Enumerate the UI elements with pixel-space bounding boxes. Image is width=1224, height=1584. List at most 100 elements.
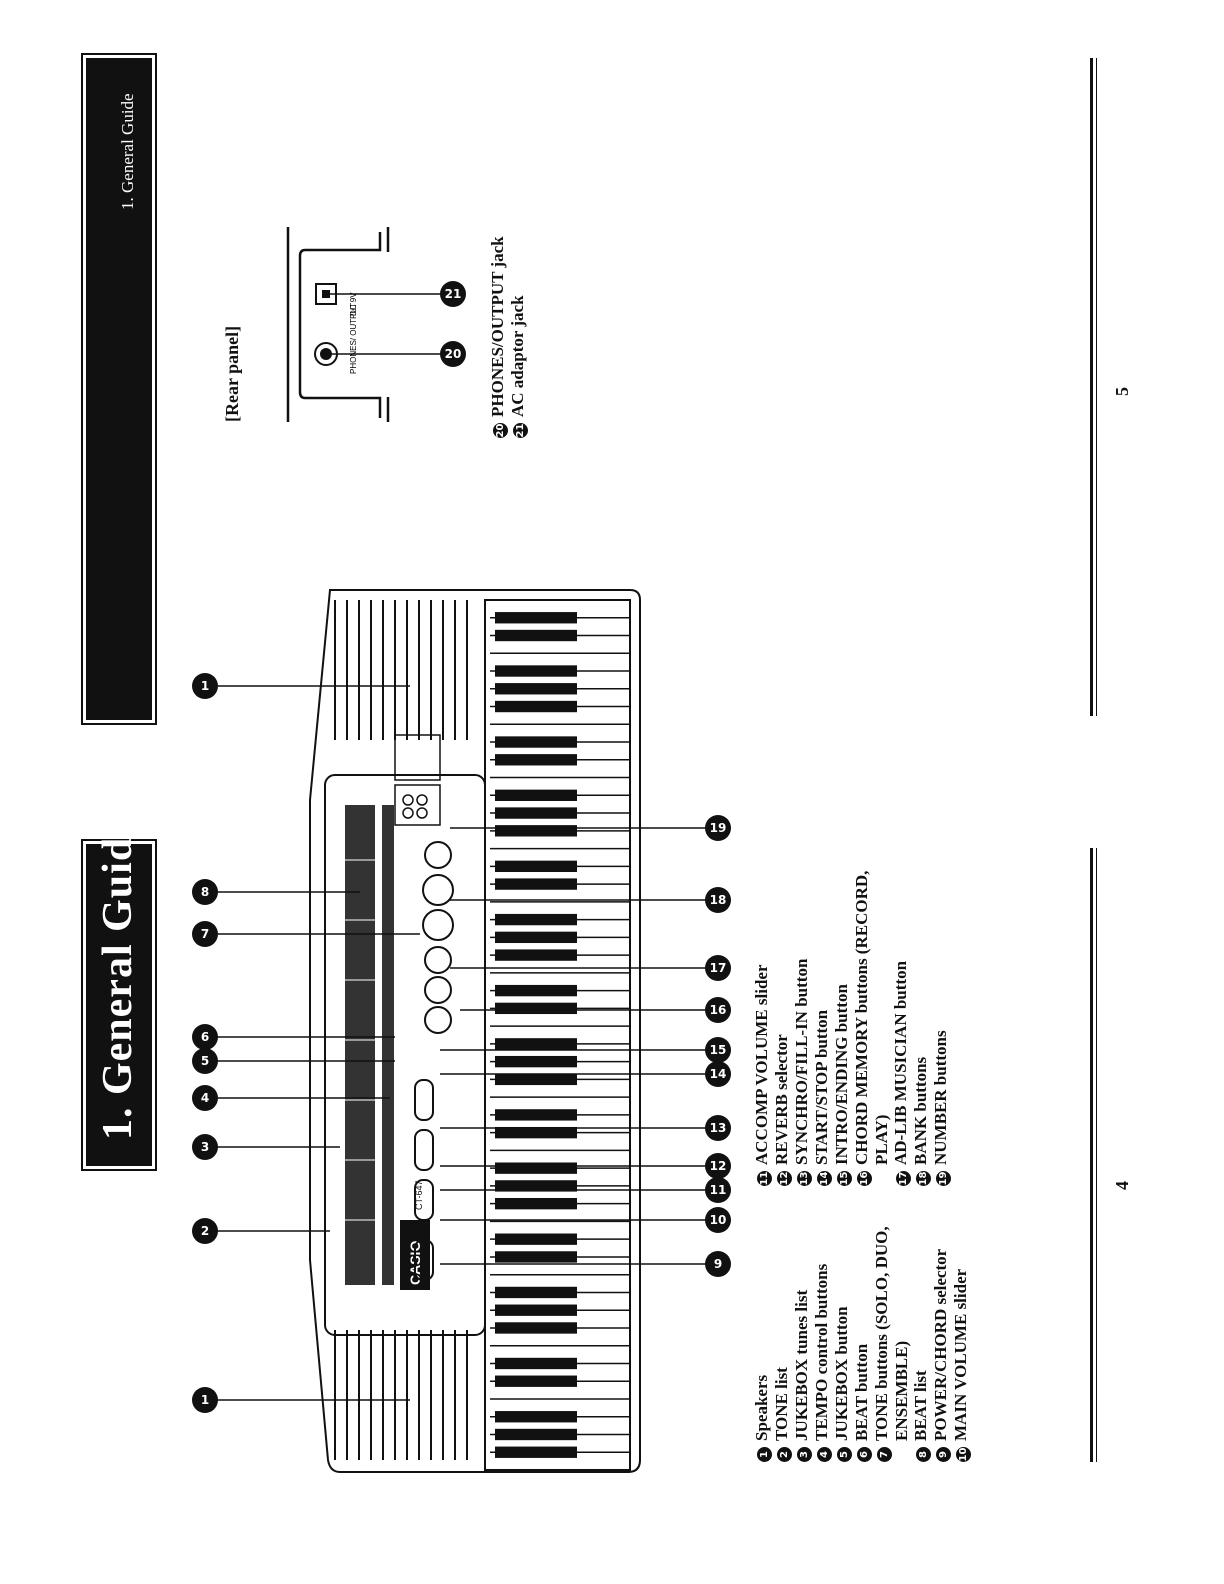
legend-text: JUKEBOX button — [832, 1306, 851, 1441]
legend-number: 13 — [797, 1171, 812, 1186]
legend-number: 21 — [513, 423, 528, 438]
rear-panel-diagram: PHONES/ OUTPUT DC 9V — [286, 227, 452, 422]
callout-18: 18 — [705, 887, 731, 913]
black-key — [495, 1055, 577, 1068]
callout-3: 3 — [192, 1134, 218, 1160]
black-key — [495, 878, 577, 890]
black-key — [495, 949, 577, 961]
legend-item: 13 SYNCHRO/FILL-IN button — [792, 871, 812, 1186]
black-key — [495, 736, 577, 748]
model-name: CT-647 — [414, 1180, 424, 1210]
black-keys — [495, 612, 577, 1458]
page-number-right: 5 — [1112, 387, 1132, 396]
black-key — [495, 1322, 577, 1334]
speaker-grille-left — [334, 1330, 468, 1460]
legend-text: AC adaptor jack — [508, 295, 527, 417]
black-key — [495, 1357, 577, 1370]
round-buttons — [422, 841, 454, 1034]
legend-text: SYNCHRO/FILL-IN button — [792, 958, 811, 1165]
legend-text: INTRO/ENDING button — [832, 984, 851, 1165]
legend-number: 1 — [757, 1447, 772, 1462]
black-key — [495, 931, 577, 944]
legend-number: 4 — [817, 1447, 832, 1462]
keyboard-body — [309, 589, 641, 1473]
legend-number: 5 — [837, 1447, 852, 1462]
black-key — [495, 1002, 577, 1015]
black-key — [495, 1286, 577, 1299]
legend-text: BEAT button — [852, 1343, 871, 1441]
left-page-rule-thin — [1096, 848, 1097, 1462]
callout-11: 11 — [705, 1177, 731, 1203]
callout-13: 13 — [705, 1115, 731, 1141]
legend-item: 8BEAT list — [911, 1226, 931, 1462]
title-bar — [83, 841, 155, 1169]
legend-text: PLAY) — [872, 1114, 891, 1165]
black-key — [495, 612, 577, 624]
legend-number: 10 — [956, 1447, 971, 1462]
callout-12: 12 — [705, 1153, 731, 1179]
legend-item: 4 TEMPO control buttons — [812, 1226, 832, 1462]
legend-number: 2 — [777, 1447, 792, 1462]
legend-number: 7 — [877, 1447, 892, 1462]
legend-number: 8 — [916, 1447, 931, 1462]
legend-item: PLAY) — [872, 871, 891, 1186]
callout-4: 4 — [192, 1085, 218, 1111]
right-page-rule-thin — [1096, 58, 1097, 716]
legend-text: Speakers — [752, 1374, 771, 1441]
callout-20: 20 — [440, 341, 466, 367]
black-key — [495, 1162, 577, 1174]
callout-5: 5 — [192, 1048, 218, 1074]
legend-item: 2TONE list — [772, 1226, 792, 1462]
black-key — [495, 1446, 577, 1458]
callout-17: 17 — [705, 955, 731, 981]
legend-item: 5 JUKEBOX button — [832, 1226, 852, 1462]
callout-14: 14 — [705, 1061, 731, 1087]
legend-text: TONE buttons (SOLO, DUO, — [872, 1226, 891, 1441]
speaker-grille-right — [334, 600, 468, 740]
legend-item: 11ACCOMP VOLUME slider — [752, 871, 772, 1186]
legend-item: ENSEMBLE) — [892, 1226, 911, 1462]
black-key — [495, 825, 577, 837]
bank-number-buttons — [394, 734, 441, 826]
legend-text: JUKEBOX tunes list — [792, 1289, 811, 1441]
legend-number: 6 — [857, 1447, 872, 1462]
black-key — [495, 700, 577, 713]
legend-item: 14START/STOP button — [812, 871, 832, 1186]
callout-7: 7 — [192, 921, 218, 947]
callout-6: 6 — [192, 1024, 218, 1050]
legend-item: 17AD-LIB MUSICIAN button — [891, 871, 911, 1186]
keyboard-diagram: CASIO CT-647 — [309, 589, 641, 1473]
legend-item: 1 Speakers — [752, 1226, 772, 1462]
legend-item: 15INTRO/ENDING button — [832, 871, 852, 1186]
legend-item: 10MAIN VOLUME slider — [951, 1226, 971, 1462]
callout-10: 10 — [705, 1207, 731, 1233]
dc-9v-label: DC 9V — [349, 292, 358, 316]
black-key — [495, 1411, 577, 1423]
black-key — [495, 754, 577, 766]
black-key — [495, 1180, 577, 1192]
rear-panel-label: [Rear panel] — [222, 325, 242, 422]
legend-item: 21 AC adaptor jack — [508, 236, 528, 438]
black-key — [495, 1375, 577, 1387]
callout-2: 2 — [192, 1218, 218, 1244]
legend-number: 11 — [757, 1171, 772, 1186]
legend-text: TEMPO control buttons — [812, 1263, 831, 1441]
legend-number: 3 — [797, 1447, 812, 1462]
callout-1a: 1 — [192, 673, 218, 699]
legend-item: 3 JUKEBOX tunes list — [792, 1226, 812, 1462]
callout-1b: 1 — [192, 1387, 218, 1413]
black-key — [495, 1428, 577, 1441]
legend-item: 19NUMBER buttons — [931, 871, 951, 1186]
black-key — [495, 1038, 577, 1050]
legend-number: 14 — [817, 1171, 832, 1186]
legend-text: ENSEMBLE) — [892, 1340, 911, 1441]
legend-number: 20 — [493, 423, 508, 438]
callout-15: 15 — [705, 1037, 731, 1063]
black-key — [495, 1109, 577, 1121]
legend-number: 12 — [777, 1171, 792, 1186]
legend-text: REVERB selector — [772, 1034, 791, 1165]
sliders — [414, 1079, 434, 1281]
